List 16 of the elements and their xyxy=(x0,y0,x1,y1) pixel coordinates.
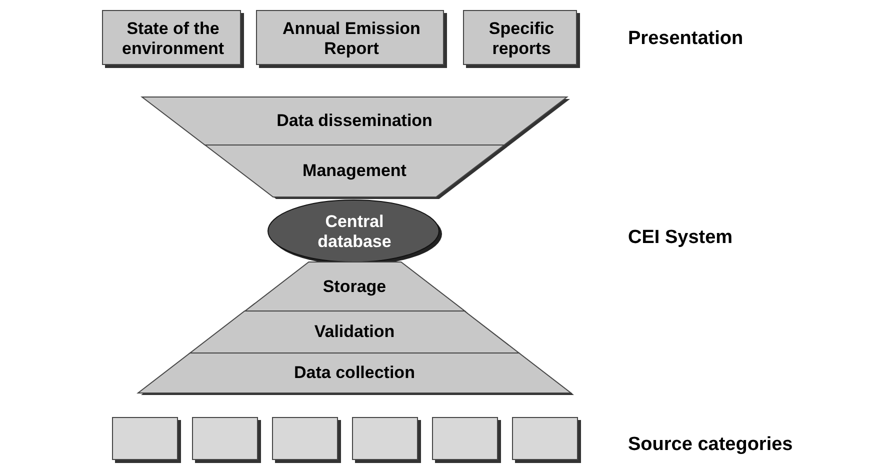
funnel-band: Data collection xyxy=(138,353,571,393)
source-category-box xyxy=(432,417,501,463)
funnel-band: Validation xyxy=(190,311,519,353)
report-box: Annual Emission Report xyxy=(256,10,447,68)
report-box: Specific reports xyxy=(463,10,580,68)
source-category-box xyxy=(352,417,421,463)
tier-label: Presentation xyxy=(628,28,744,50)
funnel-band: Management xyxy=(204,145,504,197)
source-category-box xyxy=(112,417,181,463)
source-category-box xyxy=(272,417,341,463)
source-category-box xyxy=(192,417,261,463)
report-box: State of the environment xyxy=(102,10,244,68)
funnel-band: Data dissemination xyxy=(142,97,567,145)
tier-label: Source categories xyxy=(628,434,793,456)
source-category-box xyxy=(512,417,581,463)
tier-label: CEI System xyxy=(628,227,733,249)
